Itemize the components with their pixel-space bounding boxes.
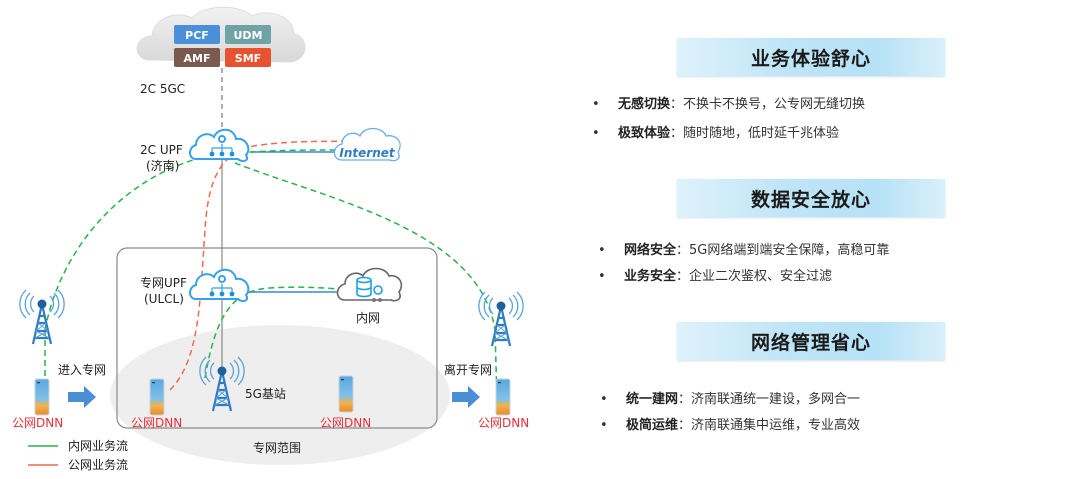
device-label-1: 公网DNN bbox=[12, 416, 63, 430]
left-tower-icon bbox=[18, 288, 66, 346]
device-label-3: 公网DNN bbox=[320, 416, 371, 430]
pcf-label: PCF bbox=[185, 29, 209, 42]
public-flow bbox=[169, 140, 346, 391]
leave-arrow-icon bbox=[452, 386, 480, 408]
udm-label: UDM bbox=[233, 29, 262, 42]
udm-box bbox=[225, 25, 271, 44]
base-station-label: 5G基站 bbox=[245, 387, 286, 401]
legend-intranet-label: 内网业务流 bbox=[68, 438, 128, 453]
pcf-box bbox=[174, 25, 220, 44]
legend-public-label: 公网业务流 bbox=[68, 457, 128, 472]
private-upf-label-1: 专网UPF bbox=[140, 275, 187, 290]
device-label-2: 公网DNN bbox=[131, 416, 182, 430]
intranet-cloud-icon bbox=[336, 267, 403, 302]
public-upf-label-2: (济南) bbox=[146, 158, 179, 173]
device-label-4: 公网DNN bbox=[478, 416, 529, 430]
amf-label: AMF bbox=[184, 52, 211, 65]
coverage-ellipse bbox=[110, 325, 450, 465]
bullet-item: •无感切换：不换卡不换号，公专网无缝切换 bbox=[592, 97, 866, 112]
section-header-experience: 业务体验舒心 bbox=[677, 38, 945, 76]
intranet-flow-right bbox=[234, 162, 498, 401]
private-network-box bbox=[116, 247, 438, 429]
bullet-item: •统一建网：济南联通统一建设，多网合一 bbox=[600, 392, 861, 407]
private-area-label: 专网范围 bbox=[253, 440, 301, 455]
smf-box bbox=[225, 48, 271, 67]
phone-icon-right bbox=[495, 378, 511, 416]
bullet-item: •网络安全：5G网络端到端安全保障，高稳可靠 bbox=[598, 243, 890, 258]
intranet-label: 内网 bbox=[356, 311, 380, 325]
network-diagram: PCF UDM AMF SMF 2C 5GC 2C UPF (济南) Inter… bbox=[12, 6, 529, 472]
leave-private-label: 离开专网 bbox=[444, 362, 492, 377]
private-upf-icon bbox=[189, 268, 250, 303]
benefits-panel: 业务体验舒心 •无感切换：不换卡不换号，公专网无缝切换 •极致体验：随时随地，低… bbox=[560, 0, 1080, 479]
smf-label: SMF bbox=[235, 52, 261, 65]
bullet-item: •极致体验：随时随地，低时延千兆体验 bbox=[592, 126, 840, 141]
phone-icon-inside-1 bbox=[149, 378, 165, 416]
phone-icon-inside-2 bbox=[338, 375, 354, 413]
core-network-label: 2C 5GC bbox=[140, 82, 185, 96]
intranet-flow-private bbox=[204, 286, 349, 379]
core-network-cloud bbox=[136, 6, 306, 63]
enter-private-label: 进入专网 bbox=[58, 362, 106, 377]
private-upf-label-2: (ULCL) bbox=[144, 292, 184, 306]
bullet-item: •极简运维：济南联通集中运维，专业高效 bbox=[600, 418, 861, 433]
enter-arrow-icon bbox=[68, 386, 96, 408]
section-header-management: 网络管理省心 bbox=[677, 322, 945, 360]
amf-box bbox=[174, 48, 220, 67]
bullet-item: •业务安全：企业二次鉴权、安全过滤 bbox=[598, 269, 833, 284]
section-header-security: 数据安全放心 bbox=[677, 179, 945, 217]
public-upf-label-1: 2C UPF bbox=[140, 143, 183, 157]
public-upf-icon bbox=[189, 128, 250, 163]
phone-icon-left bbox=[34, 378, 50, 416]
internet-label: Internet bbox=[339, 146, 395, 160]
right-tower-icon bbox=[477, 290, 525, 348]
internet-cloud-icon bbox=[333, 127, 401, 162]
